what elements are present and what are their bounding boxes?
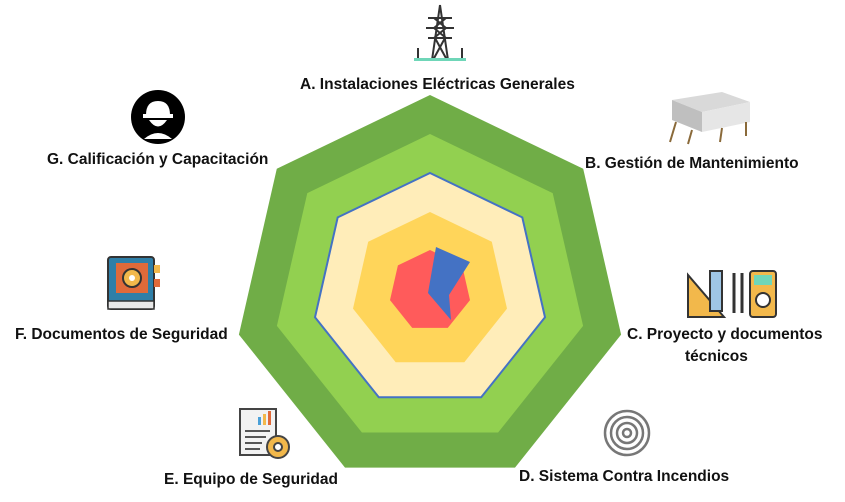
score-polygon bbox=[428, 247, 470, 320]
manual-book-icon bbox=[102, 255, 162, 313]
label-d: D. Sistema Contra Incendios bbox=[519, 468, 730, 485]
label-g: G. Calificación y Capacitación bbox=[47, 151, 269, 168]
report-gear-icon bbox=[236, 405, 292, 461]
technical-tools-icon bbox=[684, 265, 780, 321]
label-a: A. Instalaciones Eléctricas Generales bbox=[300, 76, 575, 93]
building-module-icon bbox=[662, 88, 752, 146]
label-c-line2: técnicos bbox=[685, 348, 748, 365]
label-c-line1: C. Proyecto y documentos bbox=[627, 326, 823, 343]
label-b: B. Gestión de Mantenimiento bbox=[585, 155, 799, 172]
power-tower-icon bbox=[410, 2, 470, 64]
label-f: F. Documentos de Seguridad bbox=[15, 326, 228, 343]
helmet-worker-icon bbox=[130, 89, 186, 145]
fire-detector-icon bbox=[602, 408, 652, 458]
label-e: E. Equipo de Seguridad bbox=[164, 471, 338, 488]
